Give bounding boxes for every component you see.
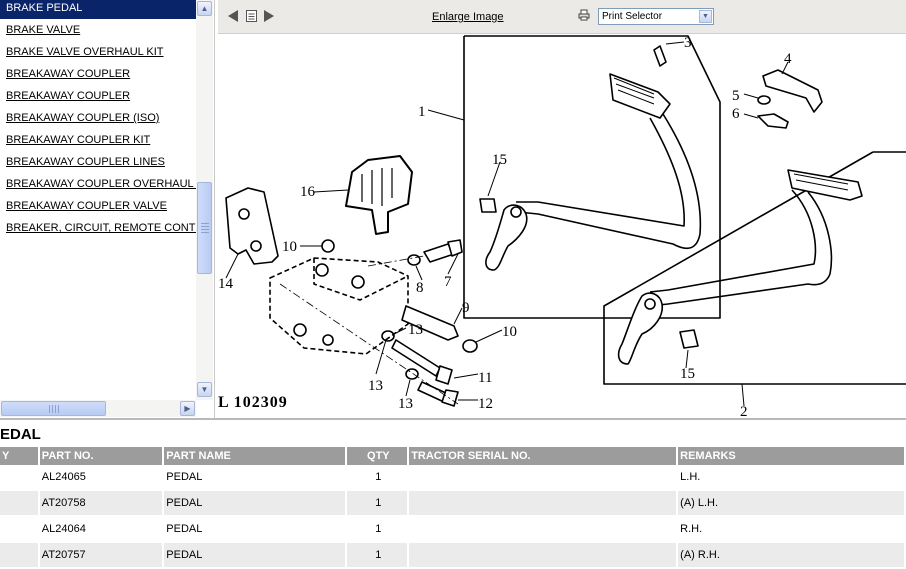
list-horizontal-scrollbar[interactable]: ▶ — [0, 400, 196, 417]
cell-part-name: PEDAL — [164, 517, 346, 543]
cell-part-no: AL24065 — [39, 465, 163, 491]
col-remarks: REMARKS — [678, 447, 904, 465]
callout-7: 7 — [444, 274, 452, 290]
cell-remarks: (A) L.H. — [678, 491, 904, 517]
list-item[interactable]: BRAKE VALVE OVERHAUL KIT — [6, 46, 164, 58]
list-vertical-scrollbar[interactable]: ▲ ▼ — [196, 0, 213, 400]
cell-remarks: (A) R.H. — [678, 543, 904, 569]
cell-qty: 1 — [347, 517, 408, 543]
callout-15-upper: 15 — [492, 152, 507, 168]
callout-13-b: 13 — [368, 378, 383, 394]
diagram-caption: L 102309 — [218, 394, 288, 411]
list-item[interactable]: BREAKAWAY COUPLER (ISO) — [6, 112, 160, 124]
cell-serial — [409, 543, 677, 569]
cell-key — [0, 543, 38, 569]
list-item[interactable]: BREAKAWAY COUPLER VALVE — [6, 200, 167, 212]
callout-10-upper: 10 — [282, 239, 297, 255]
callout-12: 12 — [478, 396, 493, 412]
enlarge-image-link[interactable]: Enlarge Image — [432, 11, 504, 23]
callout-10-lower: 10 — [502, 324, 517, 340]
callout-2: 2 — [740, 404, 748, 418]
cell-part-name: PEDAL — [164, 491, 346, 517]
list-item[interactable]: BRAKE VALVE — [6, 24, 81, 36]
list-item-brake-pedal[interactable]: BRAKE PEDAL — [0, 0, 196, 19]
list-item[interactable]: BREAKAWAY COUPLER — [6, 68, 131, 80]
cell-part-no: AT20758 — [39, 491, 163, 517]
list-item[interactable]: BREAKAWAY COUPLER LINES — [6, 156, 165, 168]
page-icon[interactable] — [244, 9, 258, 23]
exploded-view-drawing: 1 2 3 4 5 6 7 8 9 10 10 11 12 13 13 13 1… — [218, 35, 906, 420]
print-selector-value: Print Selector — [602, 11, 663, 22]
callout-15-lower: 15 — [680, 366, 695, 382]
list-item[interactable]: BREAKER, CIRCUIT, REMOTE CONTROL — [6, 222, 196, 234]
col-part-no: PART NO. — [39, 447, 163, 465]
scroll-up-button[interactable]: ▲ — [197, 1, 212, 16]
callout-16: 16 — [300, 184, 316, 200]
print-selector-dropdown[interactable]: Print Selector ▼ — [598, 8, 714, 25]
cell-key — [0, 465, 38, 491]
cell-part-no: AT20757 — [39, 543, 163, 569]
callout-1: 1 — [418, 104, 426, 120]
table-header-row: Y PART NO. PART NAME QTY TRACTOR SERIAL … — [0, 447, 904, 465]
col-key: Y — [0, 447, 38, 465]
col-serial: TRACTOR SERIAL NO. — [409, 447, 677, 465]
table-row[interactable]: AL24064 PEDAL 1 R.H. — [0, 517, 904, 543]
callout-8: 8 — [416, 280, 424, 296]
cell-qty: 1 — [347, 465, 408, 491]
callout-9: 9 — [462, 300, 470, 316]
parts-diagram: 1 2 3 4 5 6 7 8 9 10 10 11 12 13 13 13 1… — [218, 34, 906, 420]
cell-serial — [409, 465, 677, 491]
parts-list: BRAKE PEDAL BRAKE VALVE BRAKE VALVE OVER… — [0, 0, 196, 400]
callout-4: 4 — [784, 51, 792, 67]
callout-14: 14 — [218, 276, 234, 292]
parts-table: Y PART NO. PART NAME QTY TRACTOR SERIAL … — [0, 447, 906, 569]
list-item[interactable]: BREAKAWAY COUPLER — [6, 90, 131, 102]
parts-list-pane: BRAKE PEDAL BRAKE VALVE BRAKE VALVE OVER… — [0, 0, 215, 418]
callout-11: 11 — [478, 370, 492, 386]
cell-serial — [409, 517, 677, 543]
table-row[interactable]: AL24065 PEDAL 1 L.H. — [0, 465, 904, 491]
cell-part-no: AL24064 — [39, 517, 163, 543]
next-arrow-icon[interactable] — [262, 9, 276, 23]
cell-remarks: L.H. — [678, 465, 904, 491]
cell-part-name: PEDAL — [164, 465, 346, 491]
cell-qty: 1 — [347, 543, 408, 569]
col-qty: QTY — [347, 447, 408, 465]
cell-remarks: R.H. — [678, 517, 904, 543]
scroll-down-button[interactable]: ▼ — [197, 382, 212, 397]
cell-key — [0, 517, 38, 543]
pane-divider[interactable] — [0, 418, 906, 420]
col-part-name: PART NAME — [164, 447, 346, 465]
chevron-down-icon[interactable]: ▼ — [699, 10, 712, 23]
callout-6: 6 — [732, 106, 740, 122]
callout-labels: 1 2 3 4 5 6 7 8 9 10 10 11 12 13 13 13 1… — [218, 35, 792, 420]
table-row[interactable]: AT20758 PEDAL 1 (A) L.H. — [0, 491, 904, 517]
table-row[interactable]: AT20757 PEDAL 1 (A) R.H. — [0, 543, 904, 569]
scroll-right-button[interactable]: ▶ — [180, 401, 195, 416]
list-item[interactable]: BREAKAWAY COUPLER KIT — [6, 134, 151, 146]
list-item[interactable]: BREAKAWAY COUPLER OVERHAUL K — [6, 178, 196, 190]
callout-3: 3 — [684, 35, 692, 51]
cell-key — [0, 491, 38, 517]
cell-qty: 1 — [347, 491, 408, 517]
image-toolbar: Enlarge Image Print Selector ▼ — [218, 0, 906, 34]
callout-13-c: 13 — [398, 396, 413, 412]
vertical-scroll-thumb[interactable] — [197, 182, 212, 274]
cell-part-name: PEDAL — [164, 543, 346, 569]
callout-13-a: 13 — [408, 322, 423, 338]
callout-5: 5 — [732, 88, 740, 104]
section-title: EDAL — [0, 426, 41, 443]
horizontal-scroll-thumb[interactable] — [1, 401, 106, 416]
cell-serial — [409, 491, 677, 517]
prev-arrow-icon[interactable] — [226, 9, 240, 23]
printer-icon[interactable] — [577, 8, 591, 22]
